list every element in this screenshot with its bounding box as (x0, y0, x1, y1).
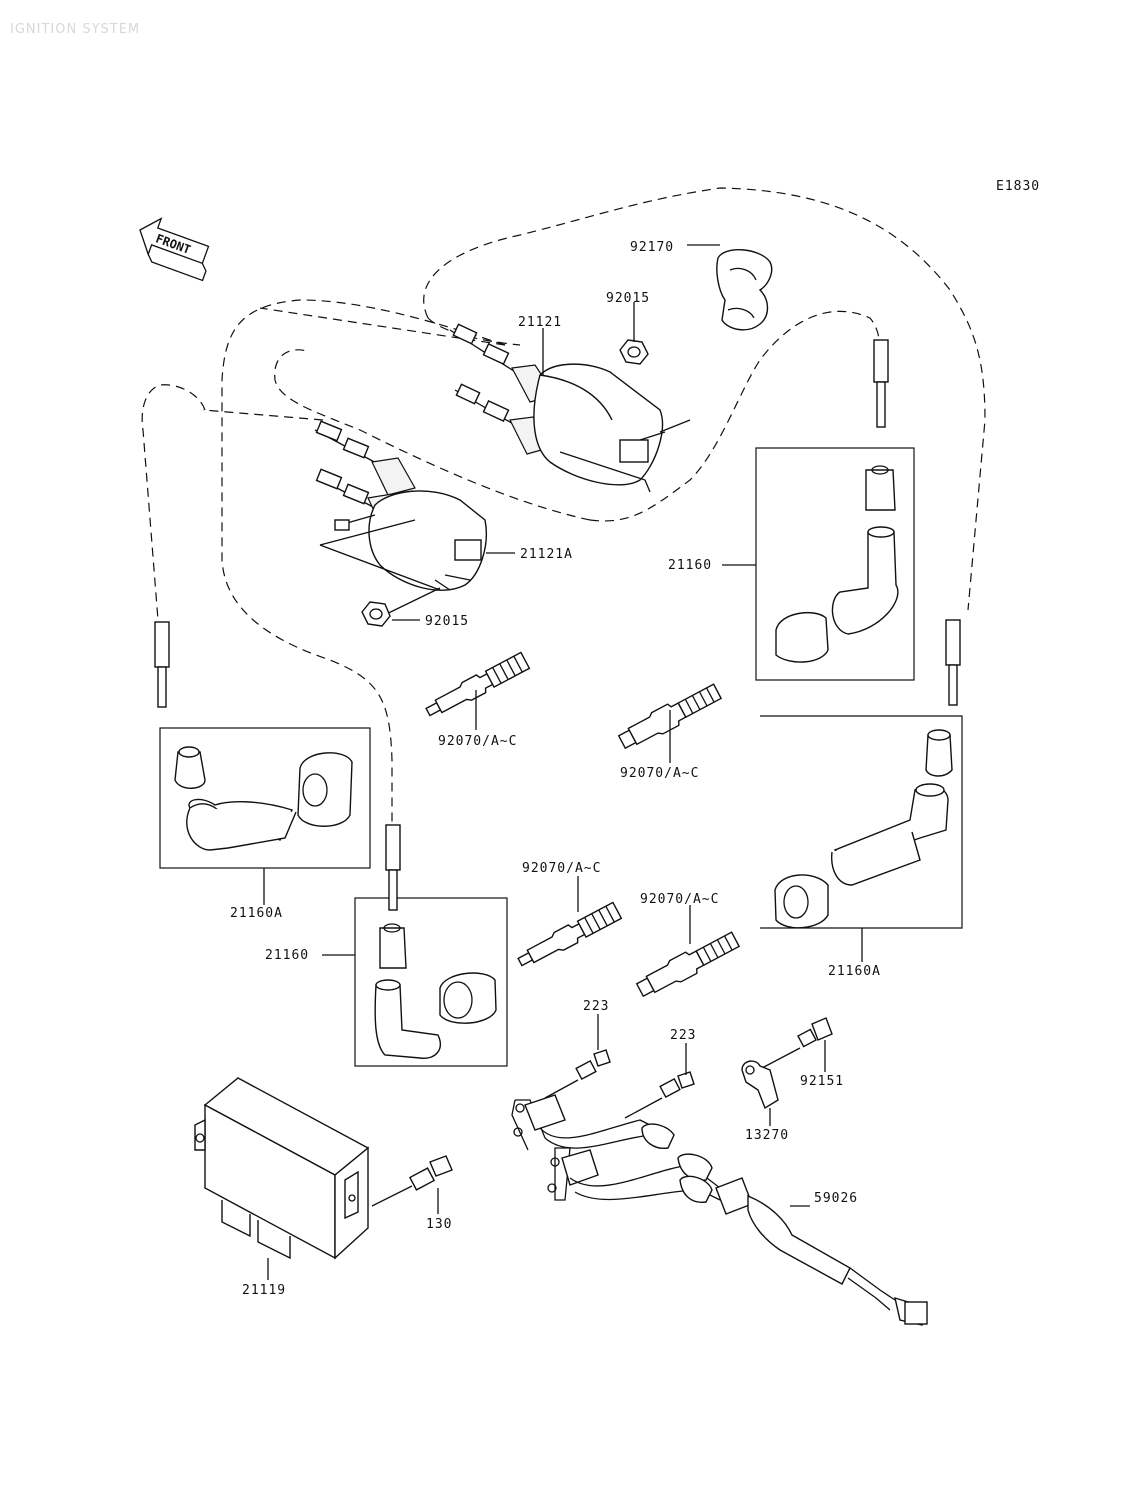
label-59026: 59026 (814, 1191, 858, 1206)
spark-plug-92070-low-right[interactable] (634, 929, 741, 1001)
kit-box-21160-right (755, 447, 915, 681)
nut-92015-top[interactable] (619, 339, 649, 365)
nut-92015-mid[interactable] (361, 601, 391, 627)
bolt-130[interactable] (371, 1155, 453, 1207)
spark-plug-92070-low-center[interactable] (515, 901, 623, 971)
wire-route-outline (589, 310, 881, 522)
label-223-right: 223 (670, 1028, 696, 1043)
wire-route-outline (141, 384, 206, 621)
wire-route-outline (274, 349, 591, 521)
label-21121A: 21121A (520, 547, 573, 562)
wire-route-outline (259, 307, 506, 346)
wire-harness-59026[interactable] (511, 1094, 928, 1326)
wire-route-outline (221, 299, 506, 825)
leader-lines (263, 244, 863, 1280)
wire-route-outline (423, 187, 986, 611)
page-title: IGNITION SYSTEM (10, 22, 141, 37)
label-130: 130 (426, 1217, 452, 1232)
label-92170: 92170 (630, 240, 674, 255)
label-21121: 21121 (518, 315, 562, 330)
label-13270: 13270 (745, 1128, 789, 1143)
label-92151: 92151 (800, 1074, 844, 1089)
label-21160A-right: 21160A (828, 964, 881, 979)
label-21160-left: 21160 (265, 948, 309, 963)
ignition-coil-21121[interactable] (449, 323, 691, 493)
plug-cap-21160A-left[interactable] (154, 621, 353, 851)
label-21160-right: 21160 (668, 558, 712, 573)
ignition-coil-21121A[interactable] (314, 420, 487, 623)
bolt-223-left[interactable] (544, 1049, 611, 1099)
plug-cap-21160-right[interactable] (775, 339, 899, 663)
label-92070-center: 92070/A~C (438, 734, 517, 749)
plug-cap-21160A-right[interactable] (774, 619, 961, 929)
spark-plug-92070-center[interactable] (423, 651, 531, 721)
label-21119: 21119 (242, 1283, 286, 1298)
kit-box-21160A-left (159, 727, 371, 869)
label-92070-right: 92070/A~C (620, 766, 699, 781)
bolt-223-right[interactable] (624, 1071, 695, 1119)
spark-plug-92070-right[interactable] (616, 681, 723, 753)
label-92015-mid: 92015 (425, 614, 469, 629)
kit-box-21160-left (354, 897, 508, 1067)
plug-cap-21160-left[interactable] (374, 824, 497, 1059)
label-223-left: 223 (583, 999, 609, 1014)
wire-route-outline (202, 409, 324, 421)
igniter-unit-21119[interactable] (194, 1077, 370, 1260)
label-21160A-left: 21160A (230, 906, 283, 921)
label-92015-top: 92015 (606, 291, 650, 306)
kit-box-21160A-right (760, 715, 963, 929)
bolt-92151[interactable] (761, 1017, 833, 1069)
front-arrow-icon: FRONT (139, 217, 210, 282)
label-92070-low-center: 92070/A~C (522, 861, 601, 876)
label-92070-low-right: 92070/A~C (640, 892, 719, 907)
diagram-code: E1830 (996, 179, 1040, 194)
clamp-92170[interactable] (716, 249, 773, 331)
clamp-13270[interactable] (741, 1060, 779, 1110)
